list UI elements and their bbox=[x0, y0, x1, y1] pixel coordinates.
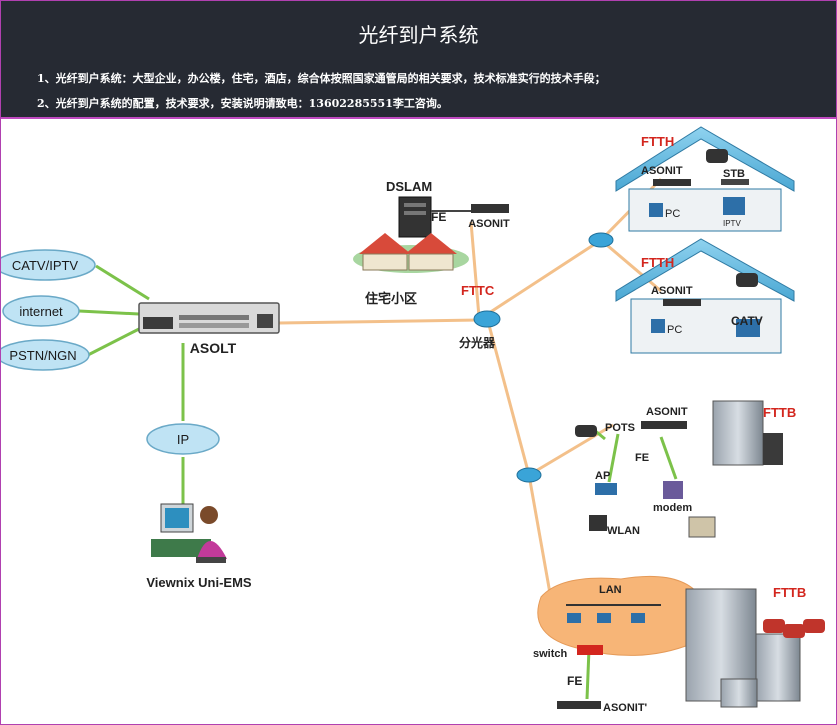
lan-label: LAN bbox=[599, 584, 622, 596]
fttb-label-2: FTTB bbox=[773, 585, 806, 600]
pots-label: POTS bbox=[605, 422, 635, 434]
ip-label: IP bbox=[177, 432, 189, 447]
asonit-label-house1: ASONIT bbox=[641, 165, 683, 177]
modem-label: modem bbox=[653, 502, 692, 514]
service-label-catv: CATV/IPTV bbox=[12, 258, 79, 273]
splitter-label: 分光器 bbox=[459, 335, 496, 350]
pc-label-house1: PC bbox=[665, 208, 680, 220]
service-cloud-pstn: PSTN/NGN bbox=[1, 339, 90, 371]
fttc-splitter: FTTC 分光器 bbox=[459, 283, 501, 350]
asonit-label-fttb: ASONIT bbox=[646, 406, 688, 418]
ftth-house-1: FTTH ASONIT STB PC IPTV bbox=[615, 126, 795, 232]
service-cloud-internet: internet bbox=[2, 295, 80, 327]
wlan-label: WLAN bbox=[607, 525, 640, 537]
ftth-label-2: FTTH bbox=[641, 255, 674, 270]
fttb-group-1: ASONIT POTS FE AP WLAN modem FTTB bbox=[575, 400, 796, 538]
residence-label: 住宅小区 bbox=[365, 291, 417, 306]
page-title: 光纤到户系统 bbox=[358, 23, 479, 47]
splitter-fttb bbox=[516, 467, 542, 483]
service-label-internet: internet bbox=[19, 304, 63, 319]
ip-cloud: IP bbox=[146, 423, 220, 455]
copper-links bbox=[78, 264, 678, 700]
olt-label: ASOLT bbox=[190, 340, 237, 356]
header-banner: 光纤到户系统 1、光纤到户系统：大型企业，办公楼，住宅，酒店，综合体按照国家通管… bbox=[1, 1, 836, 119]
stb-label: STB bbox=[723, 168, 745, 180]
asonit-label-house2: ASONIT bbox=[651, 285, 693, 297]
dslam-group: DSLAM FE ASONIT 住宅小区 bbox=[353, 179, 510, 306]
ap-label: AP bbox=[595, 470, 610, 482]
pc-label-house2: PC bbox=[667, 324, 682, 336]
service-cloud-catv: CATV/IPTV bbox=[1, 249, 96, 281]
fiber-links bbox=[278, 177, 663, 600]
olt-device: ASOLT bbox=[138, 302, 280, 356]
fttb-group-2: LAN switch FE ASONIT' FTTB bbox=[533, 575, 825, 714]
fe-label-fttb2: FE bbox=[567, 674, 582, 688]
dslam-label: DSLAM bbox=[386, 179, 432, 194]
asonit-label-dslam: ASONIT bbox=[468, 218, 510, 230]
ftth-house-2: FTTH ASONIT PC CATV bbox=[615, 238, 795, 354]
fttc-label: FTTC bbox=[461, 283, 495, 298]
ems-label: Viewnix Uni-EMS bbox=[146, 575, 252, 590]
ftth-network-diagram: CATV/IPTV internet PSTN/NGN ASOLT IP bbox=[1, 126, 825, 714]
fttb-label-1: FTTB bbox=[763, 405, 796, 420]
fe-label-dslam: FE bbox=[431, 210, 446, 224]
switch-label: switch bbox=[533, 648, 568, 660]
catv-label: CATV bbox=[731, 314, 763, 328]
note-line-1: 1、光纤到户系统：大型企业，办公楼，住宅，酒店，综合体按照国家通管局的相关要求，… bbox=[37, 72, 606, 85]
asonit-label-fttb2: ASONIT' bbox=[603, 702, 648, 714]
ems-workstation-icon: Viewnix Uni-EMS bbox=[146, 503, 252, 590]
service-label-pstn: PSTN/NGN bbox=[9, 348, 76, 363]
ftth-label-1: FTTH bbox=[641, 134, 674, 149]
note-line-2: 2、光纤到户系统的配置，技术要求，安装说明请致电：13602285551李工咨询… bbox=[37, 97, 448, 110]
iptv-label: IPTV bbox=[723, 219, 741, 228]
fe-label-fttb: FE bbox=[635, 452, 649, 464]
splitter-ftth bbox=[588, 232, 614, 248]
